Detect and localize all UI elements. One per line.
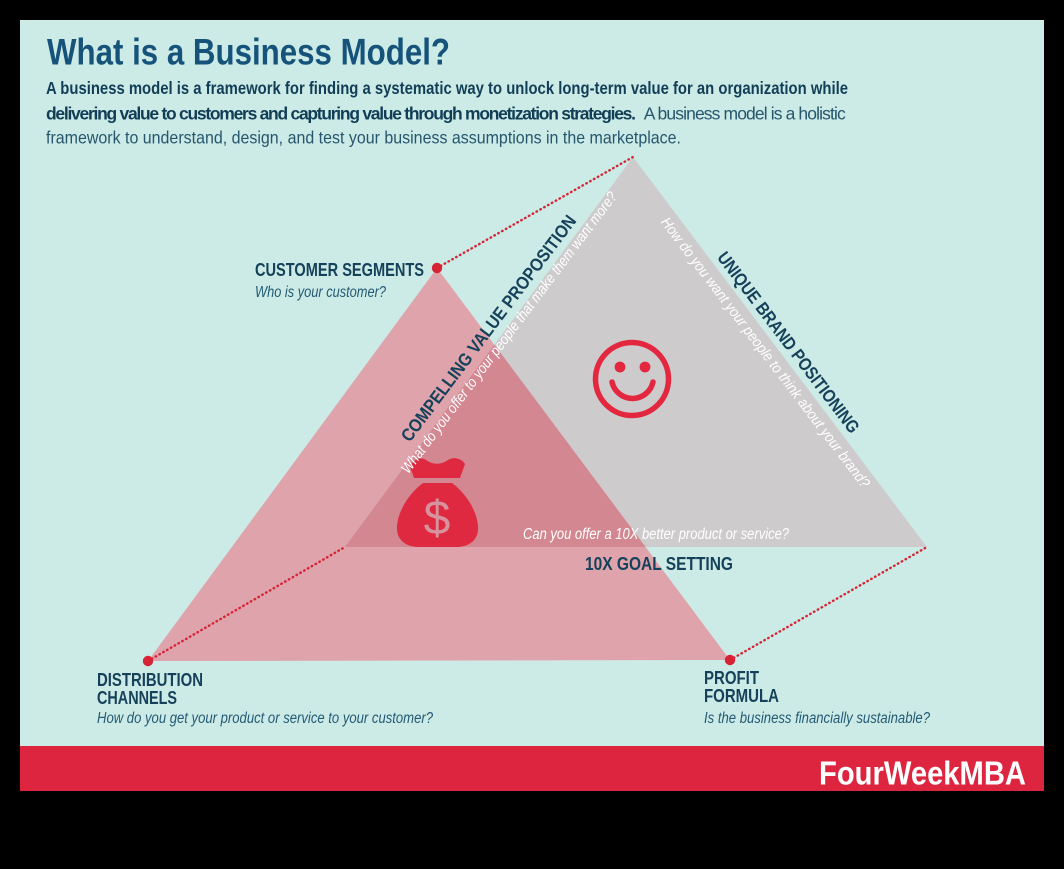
svg-text:Can you offer a 10X better pro: Can you offer a 10X better product or se… xyxy=(523,526,789,543)
svg-text:FourWeekMBA: FourWeekMBA xyxy=(819,755,1026,792)
svg-text:Who is your customer?: Who is your customer? xyxy=(255,284,386,301)
svg-text:DISTRIBUTION: DISTRIBUTION xyxy=(97,669,203,690)
svg-text:10X GOAL SETTING: 10X GOAL SETTING xyxy=(585,554,733,574)
svg-text:How do you get your product or: How do you get your product or service t… xyxy=(97,710,433,727)
svg-text:PROFIT: PROFIT xyxy=(704,667,760,688)
svg-text:delivering value to customers: delivering value to customers and captur… xyxy=(46,103,846,123)
svg-text:$: $ xyxy=(424,492,451,545)
svg-text:What is a Business Model?: What is a Business Model? xyxy=(47,31,450,73)
svg-text:CHANNELS: CHANNELS xyxy=(97,687,177,708)
svg-text:A business model is a framewor: A business model is a framework for find… xyxy=(46,78,848,98)
svg-text:FORMULA: FORMULA xyxy=(704,685,779,706)
svg-text:framework to understand, desig: framework to understand, design, and tes… xyxy=(46,128,681,148)
svg-text:CUSTOMER SEGMENTS: CUSTOMER SEGMENTS xyxy=(255,259,424,280)
svg-text:Is the business financially su: Is the business financially sustainable? xyxy=(704,710,930,727)
